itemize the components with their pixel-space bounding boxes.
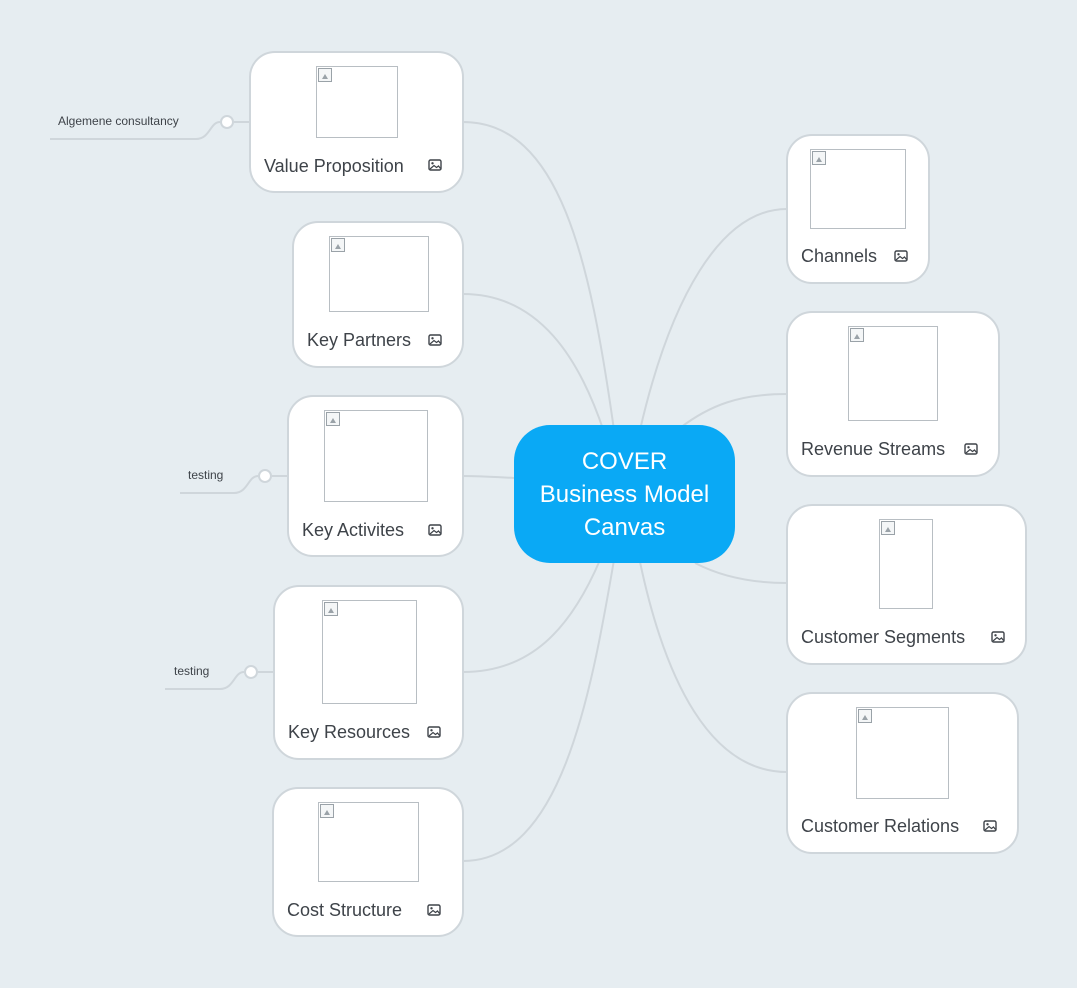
connector-key-resources	[462, 559, 601, 673]
image-icon[interactable]	[983, 820, 997, 832]
topic-customer-segments[interactable]: Customer Segments	[786, 504, 1027, 665]
central-topic[interactable]: COVER Business Model Canvas	[514, 425, 735, 563]
collapse-handle	[220, 115, 234, 129]
central-topic-line: Business Model	[539, 480, 710, 508]
topic-image	[324, 410, 428, 502]
image-icon[interactable]	[428, 159, 442, 171]
connector-key-activites	[462, 475, 515, 479]
broken-image-icon	[318, 68, 332, 82]
connector-cost-structure	[462, 559, 615, 862]
topic-label: Key Partners	[307, 330, 412, 350]
image-icon[interactable]	[964, 443, 978, 455]
subtopic-testing[interactable]: testing	[174, 664, 210, 678]
broken-image-icon	[850, 328, 864, 342]
broken-image-icon	[881, 521, 895, 535]
broken-image-icon	[331, 238, 345, 252]
topic-label: Key Activites	[302, 520, 405, 540]
image-icon[interactable]	[427, 904, 441, 916]
subtopic-algemene-consultancy[interactable]: Algemene consultancy	[58, 114, 179, 128]
collapse-handle	[258, 469, 272, 483]
topic-cost-structure[interactable]: Cost Structure	[272, 787, 464, 937]
central-topic-line: Canvas	[583, 513, 666, 541]
topic-label: Customer Relations	[801, 816, 960, 836]
topic-image	[316, 66, 398, 138]
topic-image	[322, 600, 417, 704]
topic-label: Key Resources	[288, 722, 411, 742]
topic-image	[856, 707, 949, 799]
topic-label: Cost Structure	[287, 900, 403, 920]
topic-label: Customer Segments	[801, 627, 966, 647]
image-icon[interactable]	[428, 524, 442, 536]
topic-channels[interactable]: Channels	[786, 134, 930, 284]
connector-customer-relations	[639, 561, 788, 773]
connector-sub-algemene	[50, 121, 250, 140]
connector-customer-segments	[694, 562, 788, 584]
topic-image	[329, 236, 429, 312]
topic-customer-relations[interactable]: Customer Relations	[786, 692, 1019, 854]
subtopic-testing[interactable]: testing	[188, 468, 224, 482]
topic-image	[848, 326, 938, 421]
topic-revenue-streams[interactable]: Revenue Streams	[786, 311, 1000, 477]
topic-label: Revenue Streams	[801, 439, 946, 459]
broken-image-icon	[320, 804, 334, 818]
connector-channels	[639, 208, 788, 431]
image-icon[interactable]	[428, 334, 442, 346]
topic-key-activites[interactable]: Key Activites	[287, 395, 464, 557]
image-icon[interactable]	[991, 631, 1005, 643]
connector-revenue-streams	[679, 393, 788, 429]
topic-image	[318, 802, 419, 882]
topic-value-proposition[interactable]: Value Proposition	[249, 51, 464, 193]
broken-image-icon	[812, 151, 826, 165]
topic-key-resources[interactable]: Key Resources	[273, 585, 464, 760]
collapse-handle	[244, 665, 258, 679]
connector-key-partners	[462, 293, 605, 433]
connector-sub-testing-2	[165, 671, 275, 690]
broken-image-icon	[324, 602, 338, 616]
topic-image	[810, 149, 906, 229]
topic-image	[879, 519, 933, 609]
broken-image-icon	[858, 709, 872, 723]
topic-key-partners[interactable]: Key Partners	[292, 221, 464, 368]
central-topic-line: COVER	[581, 447, 668, 475]
topic-label: Channels	[801, 246, 878, 266]
broken-image-icon	[326, 412, 340, 426]
connector-sub-testing-1	[180, 475, 289, 494]
connector-value-proposition	[462, 121, 615, 431]
image-icon[interactable]	[427, 726, 441, 738]
topic-label: Value Proposition	[264, 156, 404, 176]
image-icon[interactable]	[894, 250, 908, 262]
